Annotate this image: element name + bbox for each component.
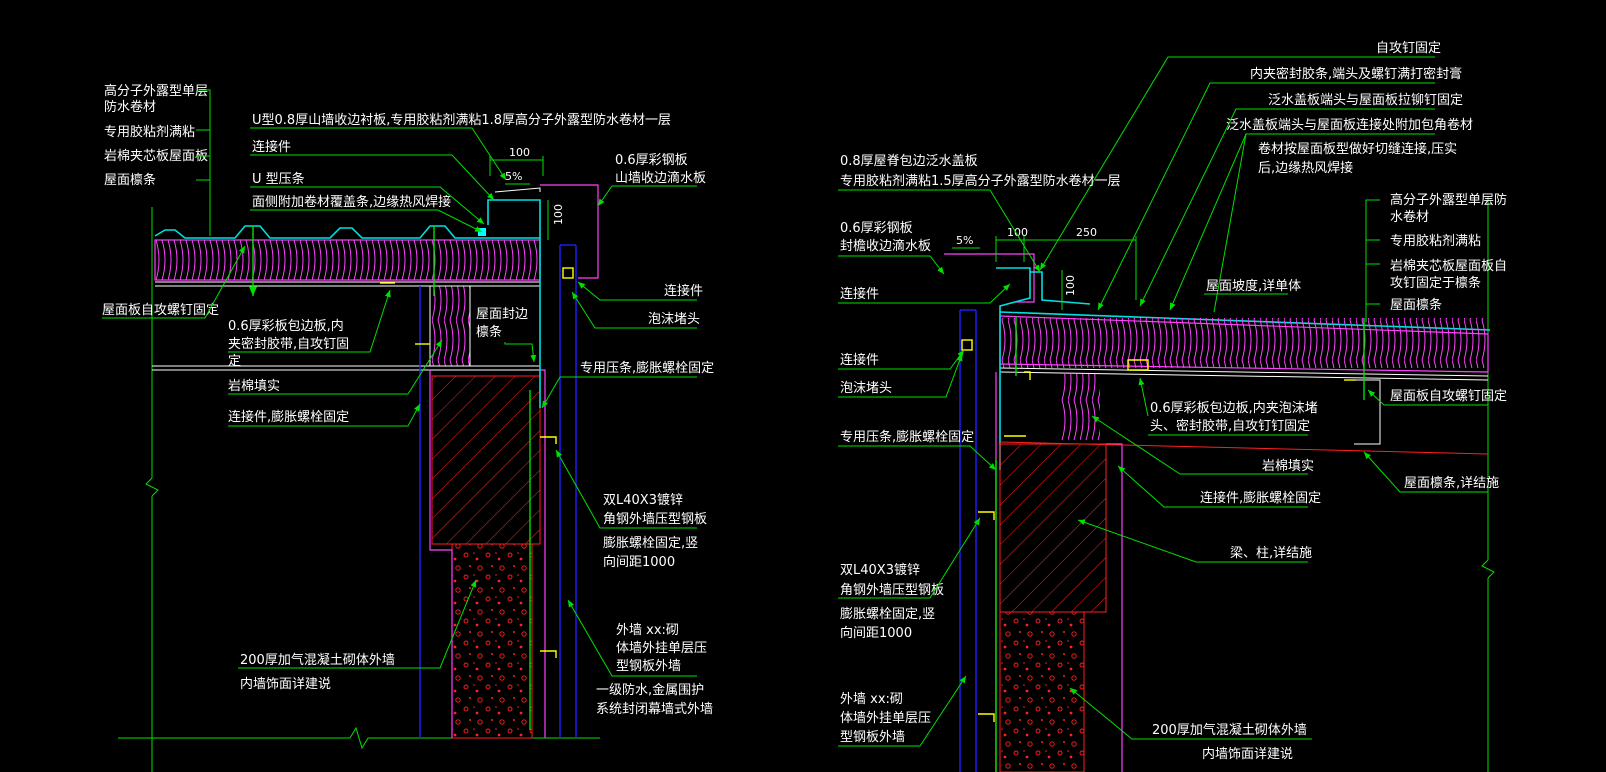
right-label-steel1: 0.6厚彩钢板	[840, 221, 913, 236]
roof-insulation	[155, 240, 540, 280]
right-label-flash-extra: 泛水盖板端头与屋面板连接处附加包角卷材	[1226, 117, 1473, 133]
right-label-fold1: 卷材按屋面板型做好切缝连接,压实	[1258, 141, 1457, 157]
right-label-sand1: 岩棉夹芯板屋面板自	[1390, 259, 1507, 274]
right-aac-wall	[1000, 612, 1084, 772]
left-label-foam: 泡沫堵头	[648, 312, 700, 327]
left-label-rockwool: 岩棉填实	[228, 379, 280, 394]
right-brick-wall	[1000, 444, 1106, 612]
right-label-edge2: 头、密封胶带,自攻钉钉固定	[1150, 418, 1310, 434]
right-dim-slope: 5%	[956, 234, 973, 247]
right-label-aac: 200厚加气混凝土砌体外墙	[1152, 722, 1307, 738]
left-label-grade1: 一级防水,金属围护	[596, 682, 704, 698]
right-label-sealant: 内夹密封胶条,端头及螺钉满打密封膏	[1250, 66, 1462, 82]
right-roof-insulation	[1000, 318, 1488, 368]
left-label-u-plate: U型0.8厚山墙收边衬板,专用胶粘剂满粘1.8厚高分子外露型防水卷材一层	[252, 112, 671, 128]
right-label-angle1: 双L40X3镀锌	[840, 562, 920, 578]
left-label-screw: 屋面板自攻螺钉固定	[102, 303, 219, 318]
right-label-press: 专用压条,膨胀螺栓固定	[840, 429, 974, 445]
right-label-self-tap: 自攻钉固定	[1376, 41, 1441, 56]
left-dim-100: 100	[509, 146, 530, 159]
right-label-wall1: 外墙 xx:砌	[840, 692, 903, 707]
left-label-finish: 内墙饰面详建说	[240, 676, 331, 692]
left-label-conn-right: 连接件	[664, 283, 703, 299]
right-label-wall2: 体墙外挂单层压	[840, 711, 931, 726]
right-label-purlin: 屋面檩条	[1390, 297, 1442, 313]
left-label-connector: 连接件	[252, 139, 291, 155]
right-label-conn2: 连接件	[840, 352, 879, 368]
right-label-angle3: 膨胀螺栓固定,竖	[840, 607, 935, 622]
left-label-angle4: 向间距1000	[603, 554, 675, 570]
left-label-angle1: 双L40X3镀锌	[603, 492, 683, 508]
right-label-conn1: 连接件	[840, 286, 879, 302]
left-label-cover: 面侧附加卷材覆盖条,边缘热风焊接	[252, 194, 451, 210]
left-label-roof-seal1: 屋面封边	[476, 307, 528, 322]
right-label-finish: 内墙饰面详建说	[1202, 746, 1293, 762]
right-label-angle4: 向间距1000	[840, 625, 912, 641]
left-label-roof-seal2: 檩条	[476, 324, 502, 340]
right-detail: 5% 100 250 100 自攻钉固定 内夹密封胶条,端头及螺钉满打密封膏 泛…	[838, 41, 1507, 772]
brick-wall-hatch	[432, 376, 540, 544]
left-label-drip: 山墙收边滴水板	[615, 170, 706, 186]
right-label-purlin2: 屋面檩条,详结施	[1404, 475, 1499, 491]
right-dim-100: 100	[1007, 226, 1028, 239]
right-dim-h100: 100	[1064, 275, 1077, 296]
right-label-beam: 梁、柱,详结施	[1230, 546, 1312, 561]
left-label-edge2: 夹密封胶带,自攻钉固	[228, 336, 349, 352]
right-label-sand2: 攻钉固定于檩条	[1390, 275, 1481, 291]
right-label-screw: 屋面板自攻螺钉固定	[1390, 389, 1507, 404]
aac-wall	[452, 544, 532, 738]
right-label-adh: 专用胶粘剂满粘	[1390, 233, 1481, 249]
left-label-u-bead: U 型压条	[252, 171, 305, 187]
left-label-purlin: 屋面檩条	[104, 172, 156, 188]
left-label-angle2: 角钢外墙压型钢板	[603, 512, 707, 527]
left-label-edge1: 0.6厚彩板包边板,内	[228, 318, 344, 334]
left-label-wall3: 型钢板外墙	[616, 659, 681, 674]
right-label-ridge: 0.8厚屋脊包边泛水盖板	[840, 154, 978, 169]
right-label-memb2: 水卷材	[1390, 209, 1429, 225]
right-label-rockwool: 岩棉填实	[1262, 459, 1314, 474]
left-dim-slope: 5%	[505, 170, 522, 183]
right-label-conn-bolt: 连接件,膨胀螺栓固定	[1200, 490, 1321, 506]
right-label-steel2: 封檐收边滴水板	[840, 238, 931, 254]
left-label-press-bolt: 专用压条,膨胀螺栓固定	[580, 360, 714, 376]
left-label-sandwich: 岩棉夹芯板屋面板	[104, 149, 208, 164]
left-label-membrane: 高分子外露型单层	[104, 83, 208, 99]
right-label-angle2: 角钢外墙压型钢板	[840, 583, 944, 598]
right-label-flash-rivet: 泛水盖板端头与屋面板拉铆钉固定	[1268, 93, 1463, 108]
right-label-ridge-adh: 专用胶粘剂满粘1.5厚高分子外露型防水卷材一层	[840, 173, 1121, 189]
right-label-slope: 屋面坡度,详单体	[1206, 278, 1301, 294]
right-dim-250: 250	[1076, 226, 1097, 239]
left-dim-h100: 100	[552, 204, 565, 225]
left-label-adhesive: 专用胶粘剂满粘	[104, 124, 195, 140]
right-label-foam: 泡沫堵头	[840, 381, 892, 396]
right-label-memb1: 高分子外露型单层防	[1390, 192, 1507, 208]
right-label-edge1: 0.6厚彩板包边板,内夹泡沫堵	[1150, 400, 1318, 416]
right-label-fold2: 后,边缘热风焊接	[1258, 160, 1353, 176]
left-label-wall1: 外墙 xx:砌	[616, 623, 679, 638]
left-label-wall2: 体墙外挂单层压	[616, 641, 707, 656]
left-label-edge3: 定	[228, 354, 241, 369]
left-label-grade2: 系统封闭幕墙式外墙	[596, 702, 713, 717]
left-detail: 100 5% 100 高分子外露型单层 防水卷材 专用胶粘剂满粘 岩棉夹芯板屋面…	[102, 83, 714, 772]
right-label-wall3: 型钢板外墙	[840, 730, 905, 745]
left-label-steel-plate: 0.6厚彩钢板	[615, 153, 688, 168]
left-label-aac: 200厚加气混凝土砌体外墙	[240, 652, 395, 668]
left-label-membrane2: 防水卷材	[104, 99, 156, 115]
left-label-angle3: 膨胀螺栓固定,竖	[603, 536, 698, 551]
left-label-conn-bolt: 连接件,膨胀螺栓固定	[228, 409, 349, 425]
